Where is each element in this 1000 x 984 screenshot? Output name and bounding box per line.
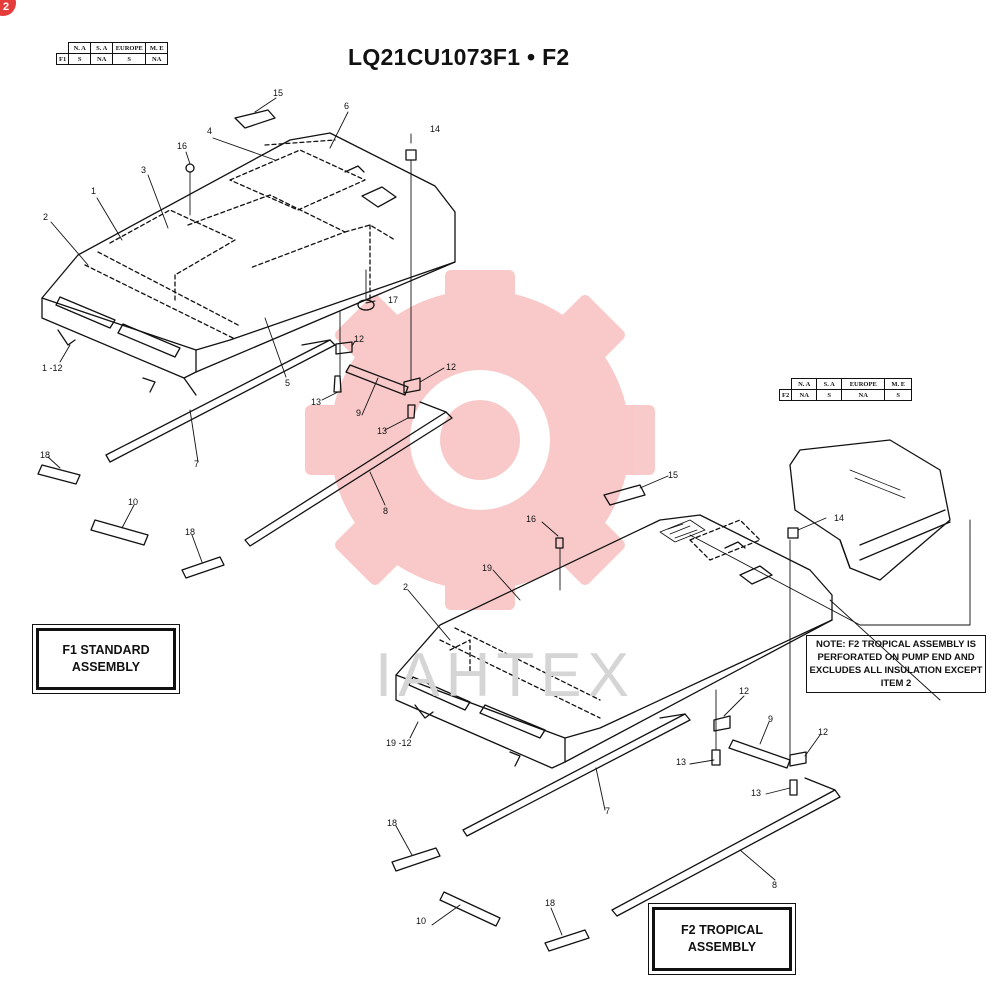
callout-12: 12: [354, 334, 365, 344]
gear-watermark-icon: [305, 270, 655, 610]
callout-15: 15: [273, 88, 284, 98]
f1-cover-assembly: [37, 97, 456, 579]
f2-tropical-assembly-label: F2 TROPICAL ASSEMBLY: [648, 903, 796, 975]
callout-8: 8: [383, 506, 389, 516]
callout-19: 19: [482, 563, 493, 573]
callout-18: 18: [545, 898, 556, 908]
callout-18: 18: [185, 527, 196, 537]
f1-label-line2: ASSEMBLY: [71, 660, 141, 674]
watermark-text: IAHTEX: [375, 641, 635, 710]
row-label: F1: [55, 53, 70, 65]
f2-label-line1: F2 TROPICAL: [681, 923, 763, 937]
callout-5: 5: [285, 378, 291, 388]
table-cell: S: [884, 389, 913, 401]
table-cell: NA: [791, 389, 818, 401]
callout-9: 9: [768, 714, 774, 724]
callout-6: 6: [344, 101, 350, 111]
callout-1-12: 1 -12: [42, 363, 63, 373]
f2-market-table: N. A S. A EUROPE M. E F2 NA S NA S: [778, 378, 913, 401]
f1-label-line1: F1 STANDARD: [62, 643, 150, 657]
callout-2: 2: [403, 582, 409, 592]
callout-19-12: 19 -12: [386, 738, 412, 748]
f1-standard-assembly-label: F1 STANDARD ASSEMBLY: [32, 624, 180, 694]
f1-market-table: N. A S. A EUROPE M. E F1 S NA S NA: [55, 42, 169, 65]
callout-2: 2: [43, 212, 49, 222]
callout-16: 16: [526, 514, 537, 524]
callout-18: 18: [40, 450, 51, 460]
page-badge: 2: [0, 0, 16, 16]
market-header: M. E: [884, 378, 913, 390]
callout-7: 7: [605, 806, 611, 816]
callout-16: 16: [177, 141, 188, 151]
f2-cover-assembly: [391, 439, 971, 952]
page-title: LQ21CU1073F1 • F2: [348, 44, 570, 70]
callout-13: 13: [311, 397, 322, 407]
tropical-note: NOTE: F2 TROPICAL ASSEMBLY IS PERFORATED…: [806, 635, 986, 693]
callout-12: 12: [818, 727, 829, 737]
table-cell: S: [68, 53, 92, 65]
callout-12: 12: [446, 362, 457, 372]
callout-4: 4: [207, 126, 213, 136]
row-label: F2: [778, 389, 793, 401]
callout-1: 1: [91, 186, 97, 196]
callout-10: 10: [128, 497, 139, 507]
callout-13: 13: [676, 757, 687, 767]
callout-10: 10: [416, 916, 427, 926]
callout-14: 14: [834, 513, 845, 523]
callout-8: 8: [772, 880, 778, 890]
callout-7: 7: [194, 459, 200, 469]
f2-label-line2: ASSEMBLY: [687, 940, 757, 954]
callout-15: 15: [668, 470, 679, 480]
table-cell: NA: [145, 53, 169, 65]
callout-9: 9: [356, 408, 362, 418]
callout-3: 3: [141, 165, 147, 175]
callout-18: 18: [387, 818, 398, 828]
callout-14: 14: [430, 124, 441, 134]
callout-12: 12: [739, 686, 750, 696]
callout-17: 17: [388, 295, 399, 305]
callout-13: 13: [751, 788, 762, 798]
callout-13: 13: [377, 426, 388, 436]
